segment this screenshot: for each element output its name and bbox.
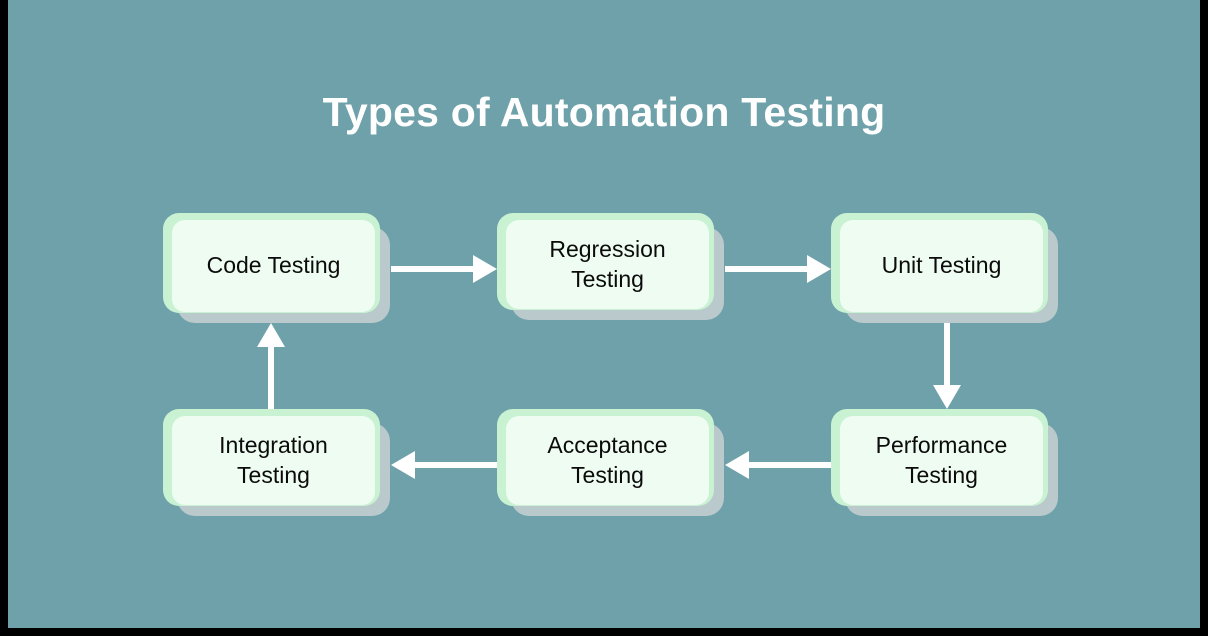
node-panel: Regression Testing <box>506 220 709 309</box>
node-label: Code Testing <box>206 252 341 279</box>
arrow-shaft <box>944 323 950 389</box>
node-performance-testing[interactable]: Performance Testing <box>831 409 1058 516</box>
node-label: Integration Testing <box>219 432 328 488</box>
diagram-title: Types of Automation Testing <box>322 89 886 135</box>
connector-regression-to-unit <box>725 255 831 283</box>
connector-performance-to-acceptance <box>725 451 831 479</box>
connector-unit-to-performance <box>933 323 961 409</box>
node-panel: Code Testing <box>172 220 375 312</box>
node-integration-testing[interactable]: Integration Testing <box>163 409 390 516</box>
node-panel: Acceptance Testing <box>506 416 709 505</box>
node-label: Unit Testing <box>881 252 1002 279</box>
node-acceptance-testing[interactable]: Acceptance Testing <box>497 409 724 516</box>
node-label: Acceptance Testing <box>547 432 668 488</box>
connector-acceptance-to-integration <box>391 451 497 479</box>
arrowhead-up-icon <box>257 323 285 347</box>
node-unit-testing[interactable]: Unit Testing <box>831 213 1058 323</box>
arrowhead-down-icon <box>933 385 961 409</box>
node-regression-testing[interactable]: Regression Testing <box>497 213 724 320</box>
node-label: Performance Testing <box>875 432 1008 488</box>
node-panel: Integration Testing <box>172 416 375 505</box>
node-panel: Unit Testing <box>840 220 1043 312</box>
node-panel: Performance Testing <box>840 416 1043 505</box>
arrowhead-left-icon <box>725 451 749 479</box>
connector-code-to-regression <box>391 255 497 283</box>
node-label: Regression Testing <box>549 236 666 292</box>
arrow-shaft <box>745 462 831 468</box>
arrowhead-left-icon <box>391 451 415 479</box>
arrow-shaft <box>725 266 811 272</box>
arrow-shaft <box>391 266 477 272</box>
diagram-stage: Types of Automation Testing Code Testing… <box>8 0 1200 628</box>
arrow-shaft <box>411 462 497 468</box>
arrowhead-right-icon <box>807 255 831 283</box>
arrow-shaft <box>268 343 274 409</box>
node-code-testing[interactable]: Code Testing <box>163 213 390 323</box>
connector-integration-to-code <box>257 323 285 409</box>
arrowhead-right-icon <box>473 255 497 283</box>
